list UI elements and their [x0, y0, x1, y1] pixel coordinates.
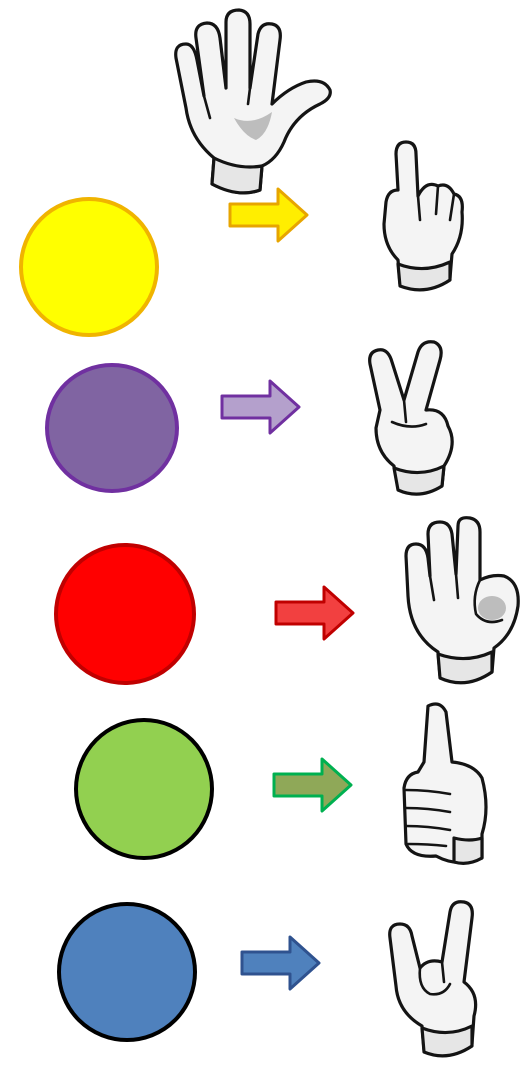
yellow-circle: [19, 197, 159, 337]
arrow-icon: [220, 378, 302, 436]
rock-hand-icon: [384, 898, 496, 1062]
blue-circle: [57, 902, 197, 1042]
arrow-icon: [274, 584, 356, 642]
open-hand-icon: [160, 8, 340, 198]
purple-circle: [45, 363, 179, 493]
green-circle: [74, 718, 214, 860]
arrow-icon: [240, 934, 322, 992]
one-finger-hand-icon: [378, 140, 468, 300]
arrow-icon: [228, 186, 310, 244]
two-fingers-hand-icon: [364, 338, 468, 500]
red-circle: [54, 543, 196, 685]
ok-hand-icon: [400, 516, 526, 692]
arrow-icon: [272, 756, 354, 814]
thumbs-up-hand-icon: [398, 698, 494, 868]
